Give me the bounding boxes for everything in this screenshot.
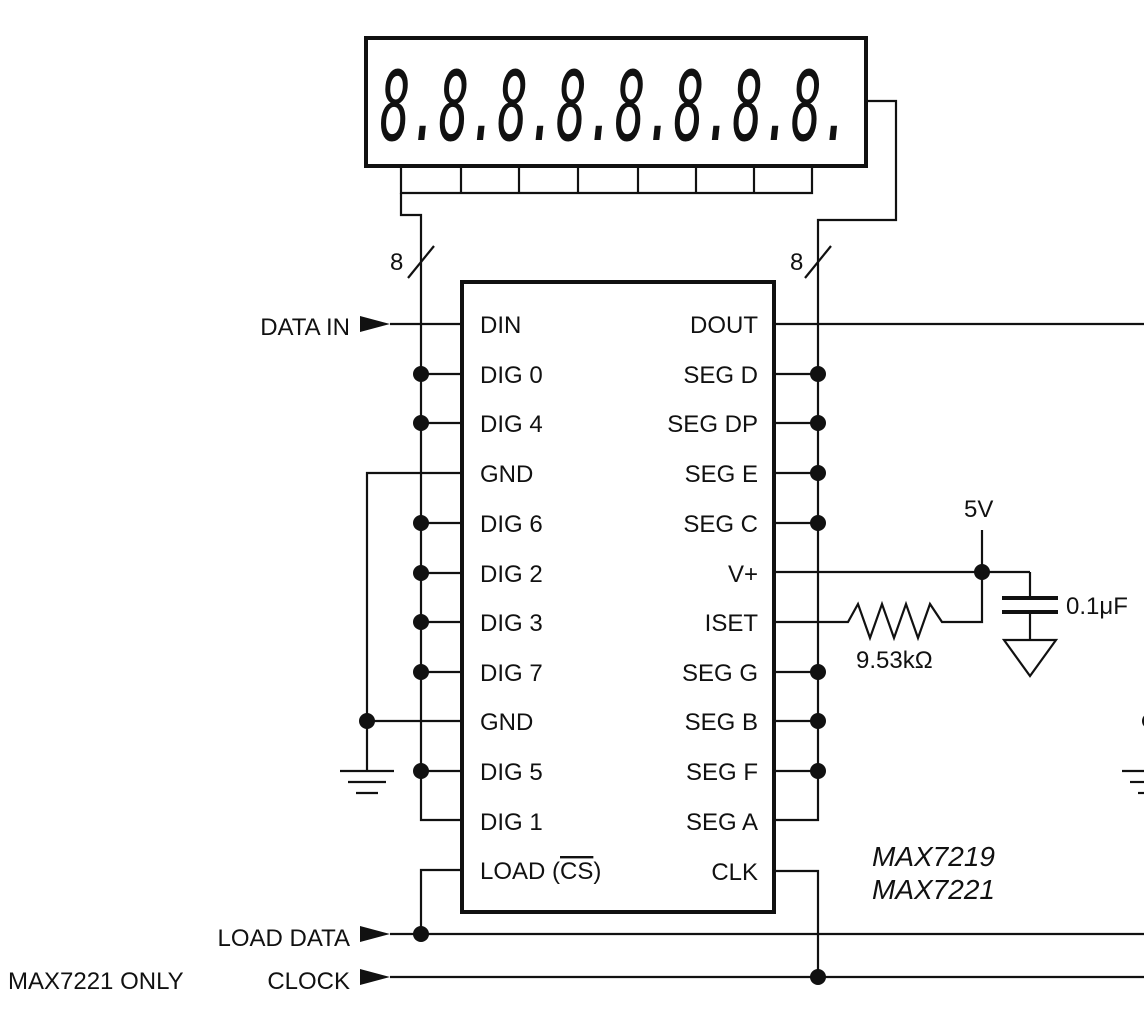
pin-clk: CLK [711, 859, 758, 886]
right-edge-partial [1122, 715, 1144, 795]
load-pin-suffix: ) [593, 858, 601, 885]
left-pin-labels: DIN DIG 0 DIG 4 GND DIG 6 DIG 2 DIG 3 DI… [480, 312, 601, 885]
pin-seg-g: SEG G [682, 660, 758, 687]
part-number: MAX7219 MAX7221 [872, 841, 995, 905]
load-pin-prefix: LOAD ( [480, 858, 560, 885]
data-in-label: DATA IN [260, 314, 350, 341]
bus-width-right-label: 8 [790, 249, 803, 276]
load-data-label: LOAD DATA [218, 925, 350, 952]
supply-label: 5V [964, 496, 993, 523]
pin-dig7: DIG 7 [480, 660, 543, 687]
pin-dig4: DIG 4 [480, 411, 543, 438]
part-max7221: MAX7221 [872, 874, 995, 905]
pin-dig0: DIG 0 [480, 362, 543, 389]
bus-width-left: 8 [390, 245, 435, 279]
pin-iset: ISET [705, 610, 759, 637]
supply-network: 5V 0.1μF [774, 496, 1128, 678]
left-digit-wires [413, 366, 462, 779]
bus-width-left-label: 8 [390, 249, 403, 276]
bus-width-right: 8 [790, 245, 832, 279]
display-digit-bus [399, 166, 814, 822]
data-in-signal: DATA IN [260, 314, 462, 341]
load-signal: LOAD DATA [218, 868, 1144, 952]
pin-seg-b: SEG B [685, 709, 758, 736]
pin-seg-c: SEG C [683, 511, 758, 538]
pin-seg-dp: SEG DP [667, 411, 758, 438]
clock-label: CLOCK [267, 968, 350, 995]
ground-wiring-left [340, 471, 462, 795]
capacitor-label: 0.1μF [1066, 593, 1128, 620]
pin-dig6: DIG 6 [480, 511, 543, 538]
load-pin-overbar: CS [560, 858, 593, 885]
part-max7219: MAX7219 [872, 841, 995, 872]
display-segment-bus [774, 99, 898, 822]
pin-load-cs: LOAD (CS) [480, 858, 601, 885]
right-segment-wires [774, 366, 826, 779]
pin-dig3: DIG 3 [480, 610, 543, 637]
pin-gnd-2: GND [480, 709, 533, 736]
pin-seg-f: SEG F [686, 759, 758, 786]
right-pin-labels: DOUT SEG D SEG DP SEG E SEG C V+ ISET SE… [667, 312, 758, 886]
pin-dout: DOUT [690, 312, 758, 339]
pin-seg-a: SEG A [686, 809, 758, 836]
pin-seg-e: SEG E [685, 461, 758, 488]
display-digits: 8.8.8.8.8.8.8.8. [380, 51, 850, 163]
clock-signal: MAX7221 ONLY CLOCK [8, 869, 1144, 995]
pin-vplus: V+ [728, 561, 758, 588]
ic-body [460, 280, 776, 914]
pin-din: DIN [480, 312, 521, 339]
pin-dig5: DIG 5 [480, 759, 543, 786]
pin-dig2: DIG 2 [480, 561, 543, 588]
pin-gnd-1: GND [480, 461, 533, 488]
pin-seg-d: SEG D [683, 362, 758, 389]
pin-dig1: DIG 1 [480, 809, 543, 836]
seven-segment-display: 8.8.8.8.8.8.8.8. [364, 36, 868, 168]
max7221-only-note: MAX7221 ONLY [8, 968, 184, 995]
resistor-label: 9.53kΩ [856, 647, 933, 674]
iset-resistor: 9.53kΩ [774, 572, 984, 674]
